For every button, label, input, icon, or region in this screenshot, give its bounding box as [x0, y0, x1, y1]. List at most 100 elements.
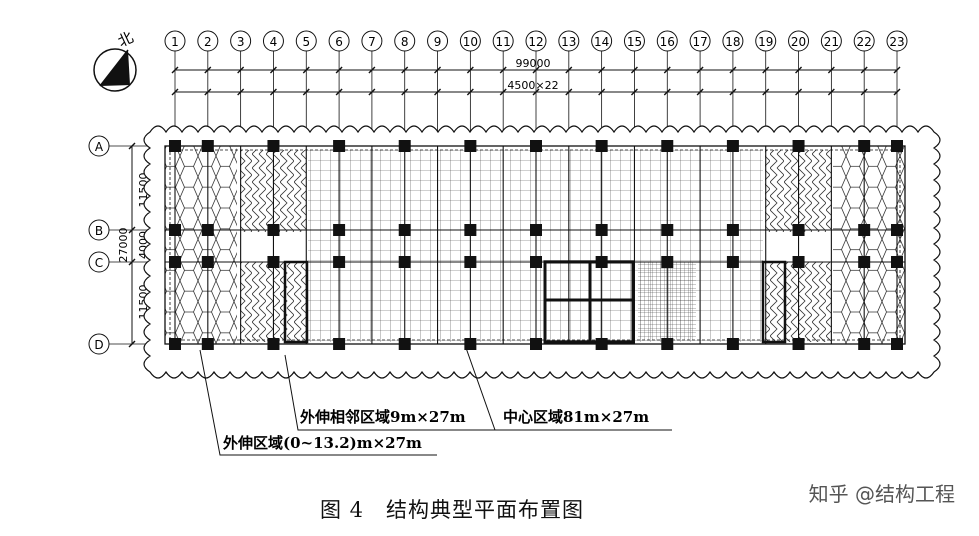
- column-20: [792, 338, 805, 350]
- column-2: [201, 140, 214, 152]
- svg-text:13: 13: [561, 35, 576, 49]
- svg-text:3: 3: [237, 35, 245, 49]
- svg-text:16: 16: [660, 35, 675, 49]
- axis-bubble-21: 21: [820, 30, 842, 140]
- column-12: [530, 256, 542, 268]
- column-23: [891, 224, 903, 236]
- axis-bubble-15: 15: [623, 30, 645, 140]
- column-8: [398, 140, 411, 152]
- extended-zone-east: [833, 146, 905, 344]
- svg-text:23: 23: [889, 35, 904, 49]
- column-16: [661, 338, 674, 350]
- column-23: [891, 256, 903, 268]
- column-14: [595, 140, 608, 152]
- svg-text:7: 7: [368, 35, 376, 49]
- column-2: [201, 256, 214, 268]
- axis-bubble-11: 11: [492, 30, 514, 140]
- column-23: [891, 140, 903, 152]
- column-18: [726, 256, 739, 268]
- column-16: [661, 140, 674, 152]
- svg-text:C: C: [95, 256, 103, 270]
- column-8: [398, 338, 411, 350]
- column-4: [267, 338, 280, 350]
- column-8: [398, 224, 411, 236]
- axis-bubble-5: 5: [295, 30, 317, 140]
- svg-text:15: 15: [627, 35, 642, 49]
- column-12: [530, 140, 542, 152]
- total-length-label: 99000: [516, 57, 551, 70]
- column-1: [169, 256, 181, 268]
- svg-text:B: B: [95, 224, 103, 238]
- column-6: [333, 140, 346, 152]
- axis-bubble-6: 6: [328, 30, 350, 140]
- extended-zone-west: [165, 146, 237, 344]
- north-arrow: 北: [93, 28, 137, 92]
- axis-bubble-D: D: [88, 333, 160, 355]
- zone-label-extended: 外伸区域(0~13.2)m×27m: [222, 434, 422, 452]
- axis-bubble-12: 12: [525, 30, 547, 140]
- svg-text:10: 10: [463, 35, 478, 49]
- axis-bubble-2: 2: [197, 30, 219, 140]
- total-depth-label: 27000: [117, 228, 130, 263]
- column-22: [858, 224, 871, 236]
- leader-lines: [199, 344, 672, 456]
- axis-bubble-17: 17: [689, 30, 711, 140]
- svg-text:8: 8: [401, 35, 409, 49]
- column-14: [595, 338, 608, 350]
- svg-text:6: 6: [335, 35, 343, 49]
- svg-text:2: 2: [204, 35, 212, 49]
- figure-caption: 图 4 结构典型平面布置图: [320, 498, 585, 522]
- column-18: [726, 224, 739, 236]
- svg-text:17: 17: [692, 35, 707, 49]
- axis-bubble-7: 7: [361, 30, 383, 140]
- axis-bubble-18: 18: [722, 30, 744, 140]
- floor-plate: [143, 125, 941, 379]
- column-10: [464, 338, 477, 350]
- axis-bubble-23: 23: [886, 30, 908, 140]
- axis-bubble-20: 20: [788, 30, 810, 140]
- svg-text:9: 9: [434, 35, 442, 49]
- zone-label-center: 中心区域81m×27m: [503, 408, 649, 426]
- column-12: [530, 224, 542, 236]
- north-label: 北: [115, 28, 136, 51]
- axis-bubble-8: 8: [394, 30, 416, 140]
- zone-label-adjacent: 外伸相邻区域9m×27m: [299, 408, 466, 426]
- column-10: [464, 140, 477, 152]
- column-16: [661, 224, 674, 236]
- axis-bubble-9: 9: [427, 30, 449, 140]
- column-20: [792, 224, 805, 236]
- axis-bubble-13: 13: [558, 30, 580, 140]
- column-14: [595, 256, 608, 268]
- core-walls: [283, 260, 787, 344]
- column-2: [201, 224, 214, 236]
- column-4: [267, 256, 280, 268]
- column-18: [726, 140, 739, 152]
- column-4: [267, 140, 280, 152]
- column-18: [726, 338, 739, 350]
- axis-bubble-1: 1: [164, 30, 186, 140]
- svg-text:18: 18: [725, 35, 740, 49]
- axis-bubble-19: 19: [755, 30, 777, 140]
- axis-bubble-B: B: [88, 219, 160, 241]
- column-23: [891, 338, 903, 350]
- axis-bubble-3: 3: [230, 30, 252, 140]
- axis-bubble-4: 4: [262, 30, 284, 140]
- column-20: [792, 256, 805, 268]
- svg-text:4: 4: [270, 35, 278, 49]
- axis-bubble-10: 10: [459, 30, 481, 140]
- column-22: [858, 140, 871, 152]
- column-6: [333, 256, 346, 268]
- column-22: [858, 338, 871, 350]
- svg-text:D: D: [94, 338, 103, 352]
- column-8: [398, 256, 411, 268]
- column-16: [661, 256, 674, 268]
- column-1: [169, 140, 181, 152]
- svg-text:22: 22: [857, 35, 872, 49]
- svg-text:14: 14: [594, 35, 609, 49]
- svg-text:12: 12: [528, 35, 543, 49]
- svg-text:21: 21: [824, 35, 839, 49]
- svg-text:19: 19: [758, 35, 773, 49]
- column-6: [333, 224, 346, 236]
- column-20: [792, 140, 805, 152]
- axis-bubble-14: 14: [591, 30, 613, 140]
